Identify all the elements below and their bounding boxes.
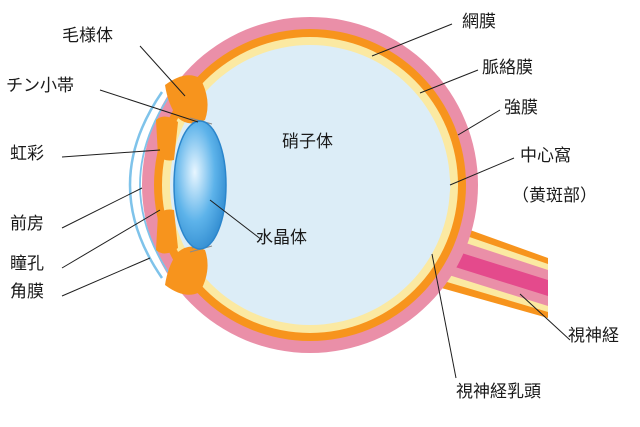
label-pupil: 瞳孔 bbox=[10, 254, 44, 274]
iris-upper bbox=[156, 116, 178, 161]
label-ciliary-body: 毛様体 bbox=[62, 26, 113, 46]
label-optic-disc: 視神経乳頭 bbox=[456, 382, 541, 402]
iris-lower bbox=[156, 209, 178, 254]
label-choroid: 脈絡膜 bbox=[482, 58, 533, 78]
label-iris: 虹彩 bbox=[10, 144, 44, 164]
vitreous-body bbox=[170, 45, 450, 325]
lens bbox=[173, 120, 227, 250]
label-sclera: 強膜 bbox=[504, 98, 538, 118]
anterior-opening bbox=[100, 40, 178, 330]
ciliary-body-lower bbox=[165, 246, 208, 295]
label-optic-nerve: 視神経 bbox=[568, 326, 619, 346]
label-anterior-chamber: 前房 bbox=[10, 214, 44, 234]
fovea-pit bbox=[441, 168, 451, 202]
label-macula: （黄斑部） bbox=[512, 186, 597, 206]
label-retina: 網膜 bbox=[462, 12, 496, 32]
cornea-outer bbox=[128, 91, 164, 279]
label-lens: 水晶体 bbox=[256, 228, 307, 248]
label-cornea: 角膜 bbox=[10, 282, 44, 302]
ciliary-body-upper bbox=[165, 75, 208, 124]
label-vitreous: 硝子体 bbox=[282, 132, 333, 152]
cornea-inner bbox=[139, 97, 169, 273]
label-zonule: チン小帯 bbox=[6, 76, 74, 96]
label-fovea: 中心窩 bbox=[520, 146, 571, 166]
